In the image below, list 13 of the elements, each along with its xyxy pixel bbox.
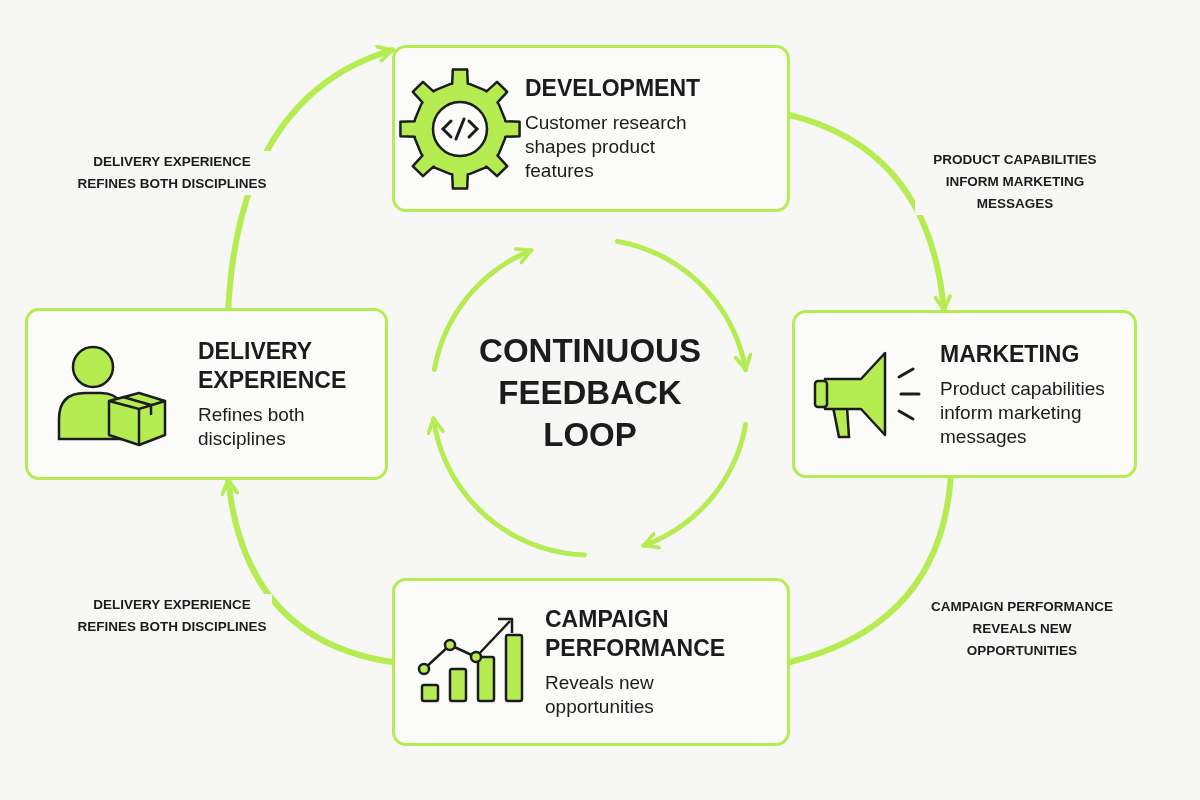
card-title: MARKETING xyxy=(940,339,1081,369)
card-description: Reveals new opportunities xyxy=(545,671,655,719)
card-title: DELIVERY EXPERIENCE xyxy=(198,337,348,395)
card-title: DEVELOPMENT xyxy=(525,74,702,103)
card-description: Refines both disciplines xyxy=(198,403,306,451)
process-card xyxy=(25,308,388,480)
process-card xyxy=(392,578,790,746)
card-title: CAMPAIGN PERFORMANCE xyxy=(545,605,727,663)
center-heading: CONTINUOUS FEEDBACK LOOP xyxy=(478,331,702,455)
process-card xyxy=(792,310,1137,478)
process-card xyxy=(392,45,790,212)
card-description: Product capabilities inform marketing messages xyxy=(940,376,1106,449)
card-description: Customer research shapes product features xyxy=(525,111,688,183)
